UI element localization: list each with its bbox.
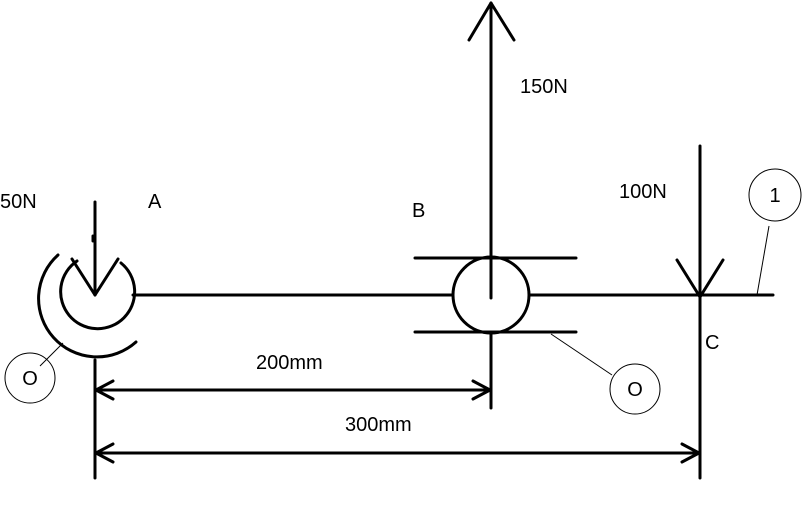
point-label-a: A <box>148 191 162 213</box>
force-arrow-c <box>675 144 725 480</box>
leader-line-right <box>756 225 770 296</box>
point-label-c: C <box>705 332 719 354</box>
force-label-b: 150N <box>520 76 568 98</box>
callout-circle-middle <box>609 363 661 415</box>
force-label-a: 50N <box>0 191 37 213</box>
dimension-ac <box>94 442 701 464</box>
point-label-b: B <box>412 200 425 222</box>
leader-line-left <box>39 342 64 367</box>
dimension-ab <box>94 379 492 401</box>
callout-label-middle: O <box>627 379 643 401</box>
callout-circle-right <box>748 168 802 222</box>
force-label-c: 100N <box>619 181 667 203</box>
callout-label-left: O <box>22 368 38 390</box>
force-arrow-b <box>467 1 516 410</box>
dimension-label-ab: 200mm <box>256 352 323 374</box>
support-a <box>37 253 138 359</box>
leader-line-middle <box>550 333 613 376</box>
callout-label-right: 1 <box>769 185 780 207</box>
force-arrow-a <box>70 200 120 297</box>
dimension-label-ac: 300mm <box>345 414 412 436</box>
callout-circle-left <box>4 352 56 404</box>
